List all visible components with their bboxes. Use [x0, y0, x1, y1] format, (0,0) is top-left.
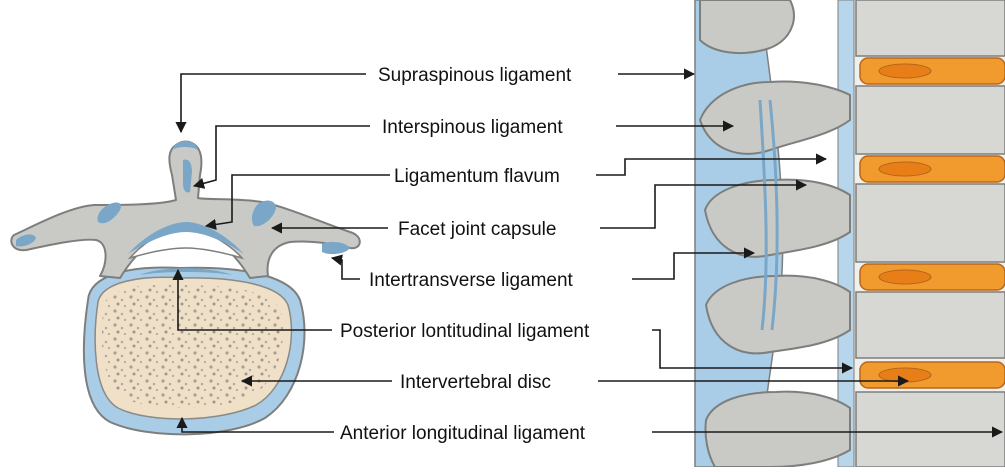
label-intertransverse-ligament: Intertransverse ligament	[369, 270, 574, 291]
axial-vertebra-illustration	[11, 141, 359, 434]
disc-4-nucleus	[879, 368, 931, 382]
leader-interspinous-left	[194, 126, 370, 186]
disc-3-nucleus	[879, 270, 931, 284]
label-interspinous-ligament: Interspinous ligament	[382, 117, 563, 138]
vertebral-body-2	[856, 86, 1005, 154]
leader-supraspinous-left	[181, 74, 366, 132]
vertebral-body-5	[856, 392, 1005, 467]
label-ligamentum-flavum: Ligamentum flavum	[394, 166, 560, 187]
spinous-process-4	[706, 276, 850, 354]
vertebral-body-1	[856, 0, 1005, 56]
label-posterior-longitudinal-ligament: Posterior lontitudinal ligament	[340, 321, 590, 342]
label-anterior-longitudinal-ligament: Anterior longitudinal ligament	[340, 423, 586, 444]
label-facet-joint-capsule: Facet joint capsule	[398, 219, 556, 240]
posterior-element-1	[700, 0, 794, 53]
disc-2-nucleus	[879, 162, 931, 176]
vertebral-body-3	[856, 184, 1005, 262]
label-supraspinous-ligament: Supraspinous ligament	[378, 65, 572, 86]
cancellous-bone	[102, 285, 283, 408]
sagittal-spine-illustration	[695, 0, 1005, 467]
label-intervertebral-disc: Intervertebral disc	[400, 372, 551, 393]
vertebral-body-4	[856, 292, 1005, 358]
labels: Supraspinous ligament Interspinous ligam…	[334, 60, 650, 446]
leader-intertransverse-left	[332, 258, 360, 279]
disc-1-nucleus	[879, 64, 931, 78]
spinous-process-5	[705, 392, 850, 467]
